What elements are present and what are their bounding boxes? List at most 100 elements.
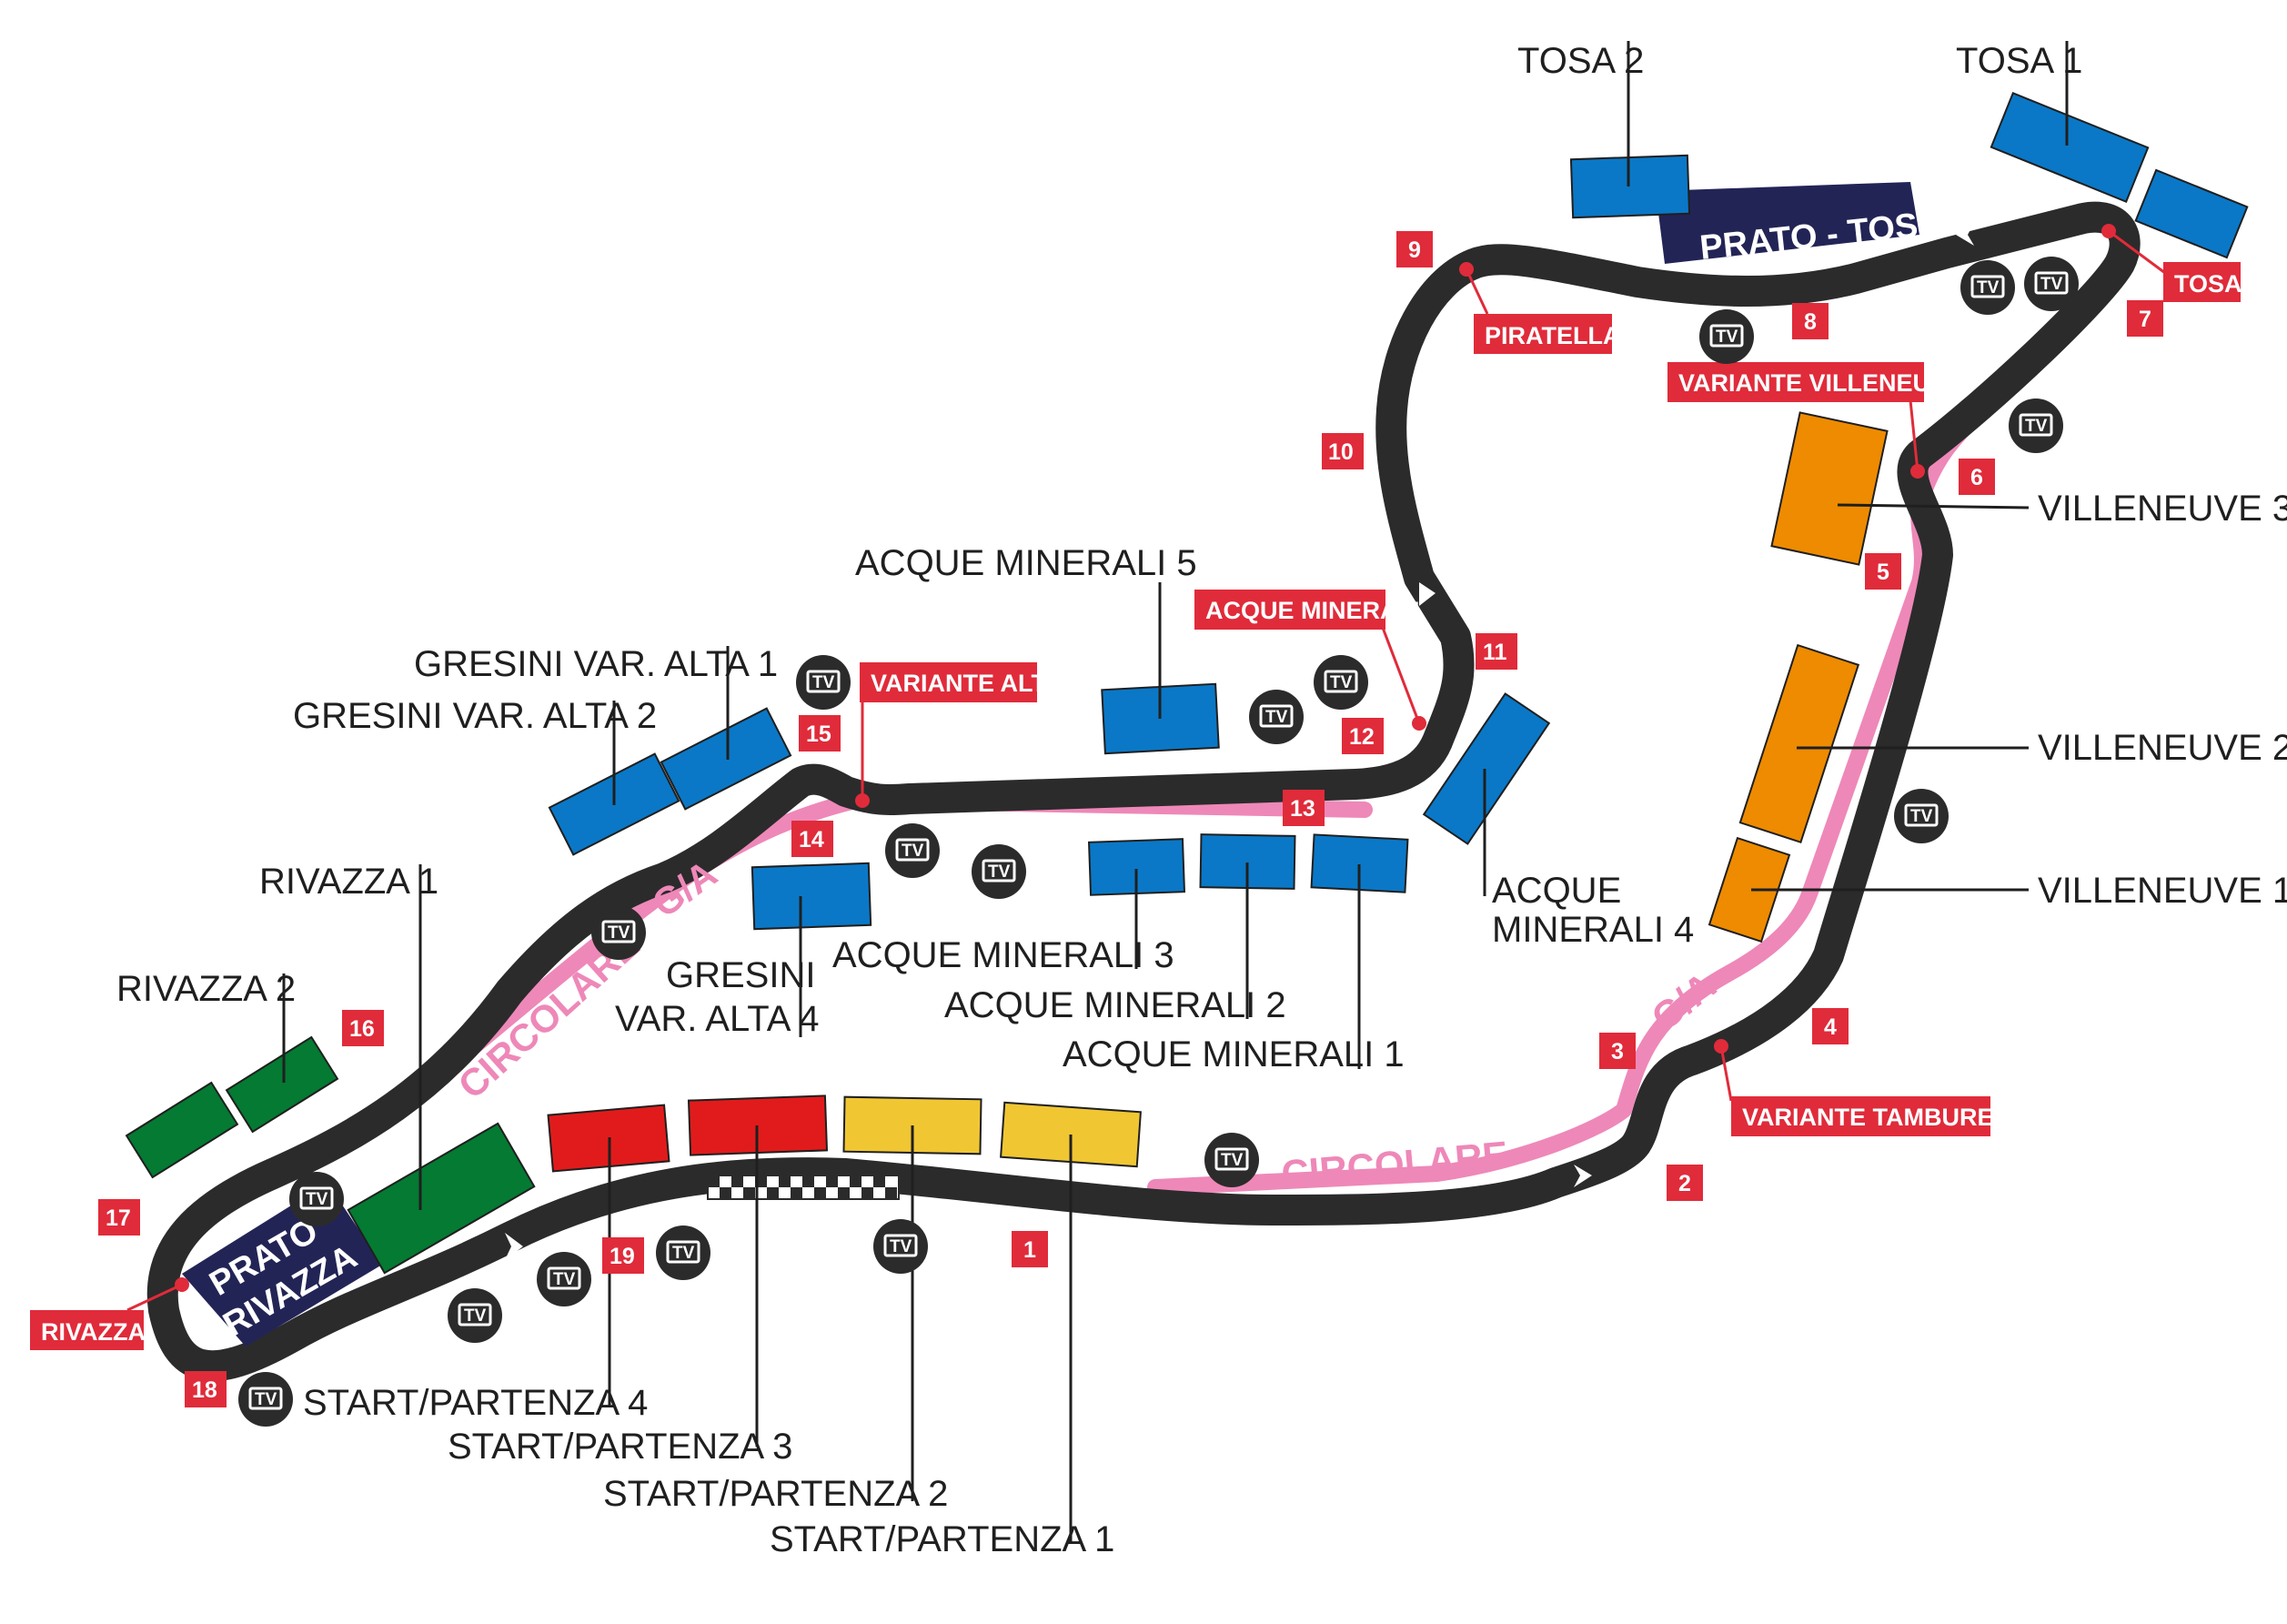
zone-marker-14[interactable]: 14 xyxy=(791,821,833,857)
svg-text:5: 5 xyxy=(1877,560,1889,585)
race-track xyxy=(146,201,2141,1382)
zone-marker-13[interactable]: 13 xyxy=(1283,790,1325,826)
tv-screen-icon[interactable]: TV xyxy=(1249,690,1304,744)
label-start-1: START/PARTENZA 1 xyxy=(770,1519,1114,1559)
tv-screen-icon[interactable]: TV xyxy=(1894,789,1949,843)
zone-marker-17[interactable]: 17 xyxy=(98,1199,140,1236)
svg-text:VARIANTE VILLENEUVE: VARIANTE VILLENEUVE xyxy=(1678,369,1963,397)
zone-marker-16[interactable]: 16 xyxy=(342,1010,384,1046)
svg-text:17: 17 xyxy=(106,1205,131,1231)
tv-screen-icon[interactable]: TV xyxy=(873,1219,928,1274)
label-acque-minerali-5: ACQUE MINERALI 5 xyxy=(855,543,1197,583)
corner-tag-acque-minerali[interactable]: ACQUE MINERALI xyxy=(1194,590,1420,630)
label-gresini-4-line1: GRESINI xyxy=(666,955,815,995)
svg-text:VARIANTE TAMBURELLO: VARIANTE TAMBURELLO xyxy=(1742,1104,2042,1131)
svg-text:7: 7 xyxy=(2139,307,2151,332)
label-start-3: START/PARTENZA 3 xyxy=(448,1427,792,1467)
label-rivazza-2: RIVAZZA 2 xyxy=(116,969,296,1009)
zone-marker-9[interactable]: 9 xyxy=(1396,231,1433,267)
zone-marker-3[interactable]: 3 xyxy=(1599,1033,1636,1069)
svg-text:2: 2 xyxy=(1678,1171,1691,1196)
grandstand-tosa-2[interactable] xyxy=(1569,154,1691,219)
tv-screen-icon[interactable]: TV xyxy=(2009,398,2063,453)
direction-arrow xyxy=(505,1233,523,1260)
svg-text:13: 13 xyxy=(1290,796,1315,822)
leader-lines xyxy=(282,41,2069,1542)
zone-marker-12[interactable]: 12 xyxy=(1342,718,1384,754)
svg-text:TOSA: TOSA xyxy=(2174,270,2242,298)
corner-tag-piratella[interactable]: PIRATELLA xyxy=(1474,314,1621,354)
corner-markers xyxy=(126,224,2166,1312)
tv-screen-icon[interactable]: TV xyxy=(1314,655,1368,710)
corner-tag-variante-villeneuve[interactable]: VARIANTE VILLENEUVE xyxy=(1667,362,1963,402)
svg-text:TV: TV xyxy=(464,1306,487,1326)
svg-text:11: 11 xyxy=(1483,640,1507,665)
svg-text:16: 16 xyxy=(349,1016,375,1042)
svg-text:14: 14 xyxy=(799,827,824,852)
zone-marker-8[interactable]: 8 xyxy=(1792,303,1829,339)
tv-screen-icon[interactable]: TV xyxy=(1960,260,2015,315)
corner-tag-variante-alta[interactable]: VARIANTE ALTA xyxy=(860,662,1062,702)
label-tosa-1: TOSA 1 xyxy=(1956,41,2082,81)
tv-screen-icon[interactable]: TV xyxy=(537,1252,591,1306)
tv-screen-icon[interactable]: TV xyxy=(2024,257,2079,311)
tv-screen-icon[interactable]: TV xyxy=(885,823,940,878)
svg-text:19: 19 xyxy=(610,1244,635,1269)
grandstand-tosa-1a[interactable] xyxy=(1990,92,2150,203)
zone-marker-5[interactable]: 5 xyxy=(1865,553,1901,590)
zone-marker-1[interactable]: 1 xyxy=(1012,1231,1048,1267)
direction-arrows xyxy=(505,223,1974,1260)
svg-text:TV: TV xyxy=(1910,807,1933,826)
svg-text:TV: TV xyxy=(1330,673,1353,692)
tv-screen-icon[interactable]: TV xyxy=(796,655,851,710)
label-start-2: START/PARTENZA 2 xyxy=(603,1474,948,1514)
grandstand-rivazza-2b[interactable] xyxy=(125,1081,239,1179)
svg-text:VARIANTE ALTA: VARIANTE ALTA xyxy=(871,670,1062,697)
label-villeneuve-1: VILLENEUVE 1 xyxy=(2038,871,2287,911)
svg-text:TV: TV xyxy=(306,1190,328,1209)
zone-marker-10[interactable]: 10 xyxy=(1322,433,1364,469)
grandstand-gresini-4[interactable] xyxy=(751,862,872,931)
label-acque-minerali-3: ACQUE MINERALI 3 xyxy=(832,935,1174,975)
zone-marker-18[interactable]: 18 xyxy=(185,1371,227,1407)
label-tosa-2: TOSA 2 xyxy=(1517,41,1644,81)
grandstand-villeneuve-2[interactable] xyxy=(1738,643,1860,844)
zone-marker-4[interactable]: 4 xyxy=(1812,1008,1849,1044)
svg-text:TV: TV xyxy=(553,1270,576,1289)
grandstand-acque-minerali-4[interactable] xyxy=(1422,692,1551,845)
tv-screen-icon[interactable]: TV xyxy=(238,1372,293,1427)
direction-arrow xyxy=(1419,582,1436,606)
grandstand-gresini-1[interactable] xyxy=(660,707,792,811)
zone-marker-2[interactable]: 2 xyxy=(1667,1165,1703,1201)
tv-screen-icon[interactable]: TV xyxy=(656,1226,710,1280)
svg-text:18: 18 xyxy=(192,1377,217,1403)
tv-screen-icon[interactable]: TV xyxy=(1699,309,1754,364)
grandstand-acque-minerali-3[interactable] xyxy=(1087,838,1186,896)
label-start-4: START/PARTENZA 4 xyxy=(303,1383,648,1423)
corner-tag-variante-tamburello[interactable]: VARIANTE TAMBURELLO xyxy=(1731,1096,2042,1136)
zone-marker-15[interactable]: 15 xyxy=(799,715,841,751)
zone-marker-7[interactable]: 7 xyxy=(2127,300,2163,337)
svg-text:15: 15 xyxy=(806,721,831,747)
zone-marker-11[interactable]: 11 xyxy=(1476,633,1517,670)
tv-screen-icon[interactable]: TV xyxy=(972,844,1026,899)
grandstand-tosa-1b[interactable] xyxy=(2134,168,2249,259)
svg-text:TV: TV xyxy=(672,1244,695,1263)
tv-screen-icon[interactable]: TV xyxy=(1204,1133,1259,1187)
svg-text:TV: TV xyxy=(902,842,924,861)
label-gresini-1: GRESINI VAR. ALTA 1 xyxy=(414,644,778,684)
tv-screen-icon[interactable]: TV xyxy=(591,905,646,960)
grandstand-villeneuve-3[interactable] xyxy=(1770,411,1889,566)
corner-tag-rivazza[interactable]: RIVAZZA xyxy=(30,1310,146,1350)
corner-tag-tosa[interactable]: TOSA xyxy=(2163,262,2242,302)
tv-screen-icon[interactable]: TV xyxy=(448,1288,502,1343)
grandstand-rivazza-2a[interactable] xyxy=(225,1035,339,1134)
grandstand-rivazza-1[interactable] xyxy=(347,1122,536,1275)
zone-marker-19[interactable]: 19 xyxy=(602,1237,644,1274)
tv-screen-icon[interactable]: TV xyxy=(289,1172,344,1226)
zone-marker-6[interactable]: 6 xyxy=(1959,459,1995,495)
grandstand-villeneuve-1[interactable] xyxy=(1708,836,1791,943)
svg-text:6: 6 xyxy=(1970,465,1983,490)
svg-text:TV: TV xyxy=(1221,1151,1244,1170)
